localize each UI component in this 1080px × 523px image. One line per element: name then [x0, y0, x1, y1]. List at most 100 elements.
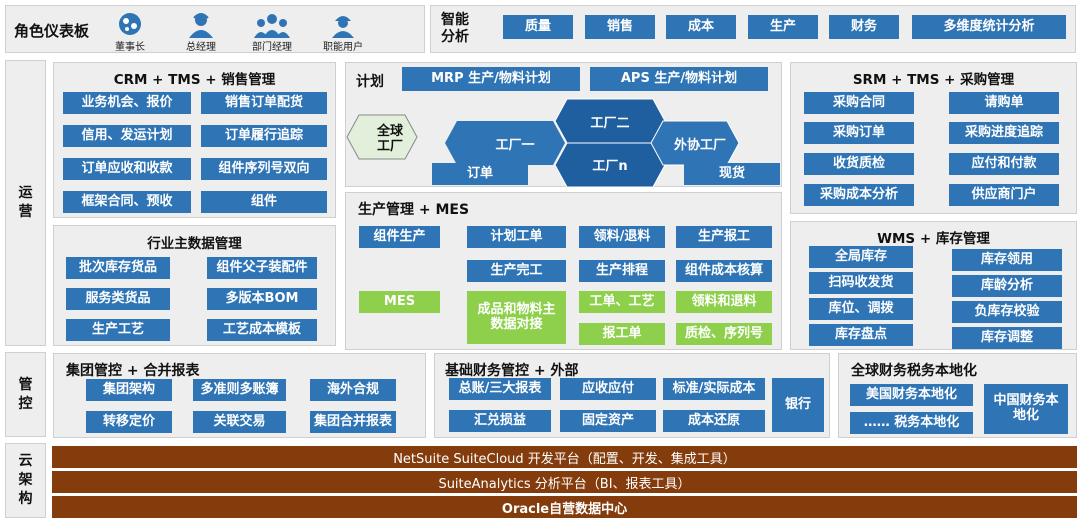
- analysis-multidim-button[interactable]: 多维度统计分析: [912, 15, 1066, 39]
- role-functional-user[interactable]: 职能用户: [316, 12, 370, 53]
- role-dashboard-title: 角色仪表板: [14, 22, 90, 40]
- wms-scan-shipping-button[interactable]: 扫码收发货: [809, 272, 913, 294]
- finance-fx-button[interactable]: 汇兑损益: [449, 410, 551, 432]
- crm-title: CRM + TMS + 销售管理: [113, 72, 276, 88]
- outsource-label: 外协工厂: [673, 138, 726, 153]
- group-compliance-button[interactable]: 海外合规: [310, 379, 396, 401]
- tax-china-button[interactable]: 中国财务本地化: [984, 384, 1068, 434]
- factory-2-label: 工厂二: [590, 116, 630, 131]
- mes-title: 生产管理 + MES: [358, 202, 470, 218]
- role-label: 总经理: [186, 42, 216, 53]
- mdm-process-cost-button[interactable]: 工艺成本模板: [207, 319, 317, 341]
- plan-stock-button[interactable]: 现货: [684, 163, 780, 185]
- crm-contract-button[interactable]: 框架合同、预收: [63, 191, 191, 213]
- srm-po-button[interactable]: 采购订单: [804, 122, 914, 144]
- crm-fulfillment-tracking-button[interactable]: 订单履行追踪: [201, 125, 327, 147]
- analysis-quality-button[interactable]: 质量: [503, 15, 573, 39]
- srm-title: SRM + TMS + 采购管理: [852, 72, 1015, 88]
- finance-cost-rollback-button[interactable]: 成本还原: [663, 410, 765, 432]
- plan-mrp-button[interactable]: MRP 生产/物料计划: [402, 67, 580, 91]
- factory-1-hex[interactable]: [445, 121, 565, 165]
- crm-serial-button[interactable]: 组件序列号双向: [201, 158, 327, 180]
- mes-component-production-button[interactable]: 组件生产: [359, 226, 440, 248]
- srm-contract-button[interactable]: 采购合同: [804, 92, 914, 114]
- mdm-service-items-button[interactable]: 服务类货品: [66, 288, 170, 310]
- srm-cost-analysis-button[interactable]: 采购成本分析: [804, 184, 914, 206]
- mdm-process-button[interactable]: 生产工艺: [66, 319, 170, 341]
- mes-scheduling-button[interactable]: 生产排程: [579, 260, 665, 282]
- role-label: 部门经理: [252, 42, 292, 53]
- wms-inventory-issue-button[interactable]: 库存领用: [952, 249, 1062, 271]
- mes-workorder-process-button[interactable]: 工单、工艺: [579, 291, 665, 313]
- mes-report-button[interactable]: 生产报工: [676, 226, 772, 248]
- srm-progress-button[interactable]: 采购进度追踪: [949, 122, 1059, 144]
- finance-gl-button[interactable]: 总账/三大报表: [449, 378, 551, 400]
- crm-opportunity-button[interactable]: 业务机会、报价: [63, 92, 191, 114]
- wms-location-transfer-button[interactable]: 库位、调拨: [809, 298, 913, 320]
- plan-order-button[interactable]: 订单: [432, 163, 528, 185]
- wms-stocktake-button[interactable]: 库存盘点: [809, 324, 913, 346]
- analysis-cost-button[interactable]: 成本: [666, 15, 736, 39]
- finance-ar-ap-button[interactable]: 应收应付: [560, 378, 656, 400]
- crm-component-button[interactable]: 组件: [201, 191, 327, 213]
- mes-plan-workorder-button[interactable]: 计划工单: [467, 226, 566, 248]
- crm-order-allocation-button[interactable]: 销售订单配货: [201, 92, 327, 114]
- wms-adjustment-button[interactable]: 库存调整: [952, 327, 1062, 349]
- crm-receivables-button[interactable]: 订单应收和收款: [63, 158, 191, 180]
- plan-title: 计划: [356, 74, 384, 90]
- datacenter-bar[interactable]: Oracle自营数据中心: [52, 496, 1077, 518]
- role-chairman[interactable]: 董事长: [103, 12, 157, 53]
- analysis-production-button[interactable]: 生产: [748, 15, 818, 39]
- mes-qc-serial-button[interactable]: 质检、序列号: [676, 323, 772, 345]
- global-factory-hex[interactable]: [346, 114, 418, 160]
- side-label-cloud: 云架构: [5, 443, 46, 518]
- srm-payables-button[interactable]: 应付和付款: [949, 153, 1059, 175]
- mes-issue-return-green-button[interactable]: 领料和退料: [676, 291, 772, 313]
- department-manager-icon: [254, 14, 290, 38]
- side-label-control: 管控: [5, 352, 46, 437]
- mdm-batch-inventory-button[interactable]: 批次库存货品: [66, 257, 170, 279]
- tax-other-button[interactable]: …… 税务本地化: [850, 412, 973, 434]
- side-label-text: 云架构: [18, 453, 33, 507]
- role-department-manager[interactable]: 部门经理: [245, 12, 299, 53]
- finance-std-cost-button[interactable]: 标准/实际成本: [663, 378, 765, 400]
- mdm-title: 行业主数据管理: [147, 236, 242, 252]
- group-multi-gaap-button[interactable]: 多准则多账簿: [193, 379, 286, 401]
- factory-n-label: 工厂n: [592, 159, 628, 174]
- finance-bank-button[interactable]: 银行: [772, 378, 824, 432]
- srm-supplier-portal-button[interactable]: 供应商门户: [949, 184, 1059, 206]
- tax-us-button[interactable]: 美国财务本地化: [850, 384, 973, 406]
- role-general-manager[interactable]: 总经理: [174, 12, 228, 53]
- smart-analysis-title: 智能分析: [441, 12, 469, 45]
- srm-requisition-button[interactable]: 请购单: [949, 92, 1059, 114]
- suiteanalytics-bar[interactable]: SuiteAnalytics 分析平台（BI、报表工具）: [52, 471, 1077, 493]
- wms-aging-button[interactable]: 库龄分析: [952, 275, 1062, 297]
- group-related-party-button[interactable]: 关联交易: [193, 411, 286, 433]
- analysis-sales-button[interactable]: 销售: [585, 15, 655, 39]
- mes-component-cost-button[interactable]: 组件成本核算: [676, 260, 772, 282]
- mes-issue-return-button[interactable]: 领料/退料: [579, 226, 665, 248]
- finance-fixed-assets-button[interactable]: 固定资产: [560, 410, 656, 432]
- mdm-multi-bom-button[interactable]: 多版本BOM: [207, 288, 317, 310]
- mes-master-data-button[interactable]: 成品和物料主数据对接: [467, 291, 566, 344]
- side-label-text: 管控: [18, 376, 33, 412]
- group-transfer-pricing-button[interactable]: 转移定价: [86, 411, 172, 433]
- wms-negative-check-button[interactable]: 负库存校验: [952, 301, 1062, 323]
- mes-completion-button[interactable]: 生产完工: [467, 260, 566, 282]
- mes-report-sheet-button[interactable]: 报工单: [579, 323, 665, 345]
- role-label: 董事长: [115, 42, 145, 53]
- crm-credit-shipping-button[interactable]: 信用、发运计划: [63, 125, 191, 147]
- plan-aps-button[interactable]: APS 生产/物料计划: [590, 67, 768, 91]
- suitecloud-bar[interactable]: NetSuite SuiteCloud 开发平台（配置、开发、集成工具）: [52, 446, 1077, 468]
- mes-system-button[interactable]: MES: [359, 291, 440, 313]
- role-label: 职能用户: [323, 42, 363, 53]
- analysis-finance-button[interactable]: 财务: [829, 15, 899, 39]
- wms-title: WMS + 库存管理: [877, 231, 990, 247]
- factory-1-label: 工厂一: [495, 138, 535, 153]
- finance-title: 基础财务管控 + 外部: [445, 363, 579, 379]
- srm-receiving-qc-button[interactable]: 收货质检: [804, 153, 914, 175]
- wms-global-inventory-button[interactable]: 全局库存: [809, 246, 913, 268]
- group-consolidation-button[interactable]: 集团合并报表: [310, 411, 396, 433]
- mdm-assembly-button[interactable]: 组件父子装配件: [207, 257, 317, 279]
- group-structure-button[interactable]: 集团架构: [86, 379, 172, 401]
